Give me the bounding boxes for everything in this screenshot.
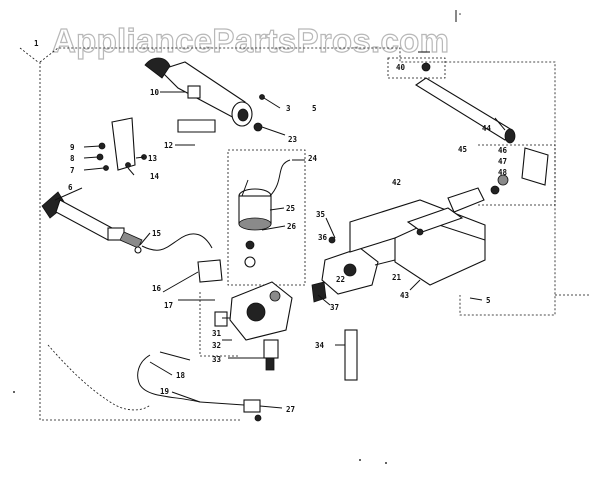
thermocouple-tubing [47, 329, 358, 422]
callout-14: 14 [150, 172, 160, 181]
watermark-text: AppliancePartsPros.com [52, 22, 449, 59]
callout-16: 16 [152, 284, 162, 293]
callout-37: 37 [330, 303, 339, 312]
callout-5-right: 5 [486, 296, 491, 305]
callout-44: 44 [482, 124, 492, 133]
callout-34: 34 [315, 341, 325, 350]
callout-40: 40 [396, 63, 406, 72]
callout-25: 25 [286, 204, 295, 213]
callout-42: 42 [392, 178, 401, 187]
callout-35: 35 [316, 210, 325, 219]
gas-valve-body [197, 259, 327, 371]
callout-45: 45 [458, 145, 467, 154]
mounting-plate-right [349, 199, 486, 286]
mounting-bracket-left [96, 117, 147, 171]
callout-7: 7 [70, 166, 75, 175]
callout-3: 3 [286, 104, 291, 113]
burner-shaft-assembly [144, 57, 265, 133]
callout-5-top: 5 [312, 104, 317, 113]
callout-18: 18 [176, 371, 186, 380]
callout-12: 12 [164, 141, 173, 150]
valve-rod-left [41, 191, 213, 254]
callout-19: 19 [160, 387, 170, 396]
callout-17: 17 [164, 301, 173, 310]
valve-rod-right [415, 77, 556, 213]
callout-23: 23 [288, 135, 298, 144]
callout-15: 15 [152, 229, 161, 238]
callout-labels: 1 40 10 3 23 12 9 8 7 13 14 5 6 15 24 25… [34, 39, 508, 414]
callout-47: 47 [498, 157, 507, 166]
filter-canister-group [227, 149, 306, 286]
scan-specks [13, 10, 461, 464]
callout-22: 22 [336, 275, 345, 284]
callout-1: 1 [34, 39, 39, 48]
callout-10: 10 [150, 88, 160, 97]
callout-32: 32 [212, 341, 221, 350]
callout-31: 31 [212, 329, 222, 338]
callout-43: 43 [400, 291, 410, 300]
callout-6: 6 [68, 183, 73, 192]
callout-24: 24 [308, 154, 318, 163]
callout-46: 46 [498, 146, 508, 155]
callout-33: 33 [212, 355, 222, 364]
callout-8: 8 [70, 154, 75, 163]
callout-48: 48 [498, 168, 508, 177]
small-clip [387, 51, 446, 79]
callout-9: 9 [70, 143, 75, 152]
assembly-frame [19, 47, 590, 421]
callout-26: 26 [287, 222, 297, 231]
callout-21: 21 [392, 273, 402, 282]
callout-27: 27 [286, 405, 295, 414]
callout-36: 36 [318, 233, 328, 242]
leader-lines [54, 91, 506, 409]
callout-13: 13 [148, 154, 158, 163]
